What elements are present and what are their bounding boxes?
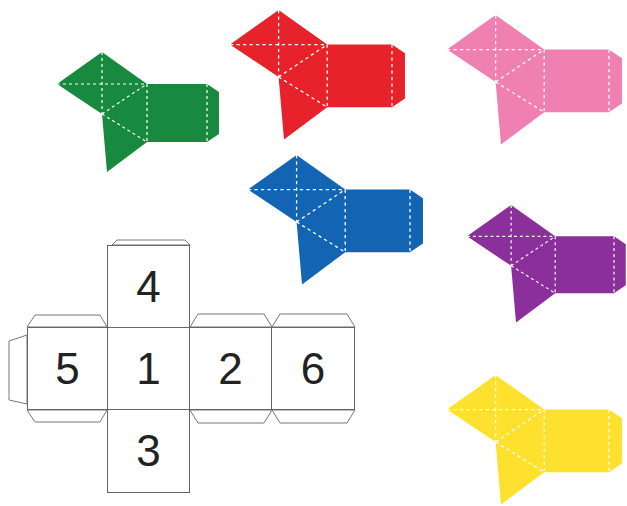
cube-face: 4	[107, 245, 190, 328]
green-net	[57, 52, 219, 172]
yellow-net	[447, 375, 622, 505]
face-number: 1	[136, 347, 160, 391]
cube-face: 1	[107, 327, 190, 410]
cube-face: 5	[27, 327, 108, 410]
face-number: 6	[301, 347, 325, 391]
face-number: 3	[136, 429, 160, 473]
red-net	[230, 10, 405, 140]
cube-face: 6	[271, 327, 355, 410]
face-number: 4	[136, 265, 160, 309]
cube-face: 2	[189, 327, 272, 410]
purple-net	[467, 205, 626, 323]
face-number: 5	[55, 347, 79, 391]
blue-net	[248, 155, 423, 285]
glue-tabs	[9, 240, 355, 423]
cube-face: 3	[107, 409, 190, 493]
pink-net	[447, 15, 622, 145]
face-number: 2	[218, 347, 242, 391]
